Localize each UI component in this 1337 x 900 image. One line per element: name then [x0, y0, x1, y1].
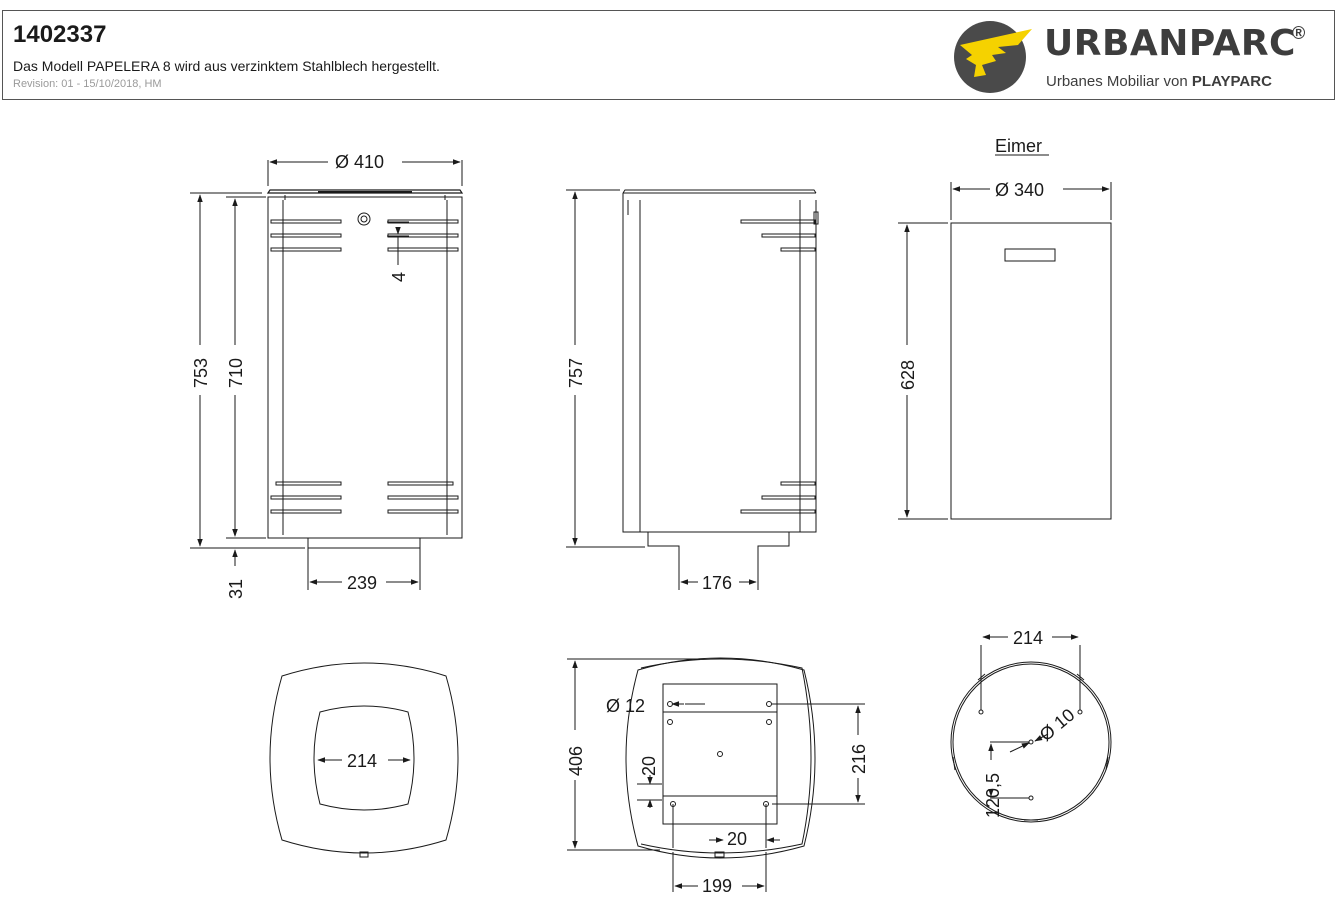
bucket-bottom-view [950, 634, 1112, 823]
brand-tagline: Urbanes Mobiliar von PLAYPARC [1046, 73, 1272, 90]
front-tick-label: 4 [389, 272, 409, 282]
front-foot-height-label: 31 [226, 579, 246, 599]
bucket-height-label: 628 [898, 360, 918, 390]
bottom-depth-label: 406 [566, 746, 586, 776]
brand-name: URBANPARC [1044, 23, 1296, 64]
bucket-bottom-radius-label: 120,5 [983, 773, 1003, 818]
bottom-hole-dia-label: Ø 12 [606, 696, 645, 716]
top-opening-label: 214 [347, 751, 377, 771]
registered-mark: ® [1292, 23, 1306, 43]
front-height-body-label: 710 [226, 358, 246, 388]
front-height-total-label: 753 [191, 358, 211, 388]
bottom-span-label: 216 [849, 744, 869, 774]
yellow-arrow-circle-icon [954, 21, 1032, 93]
tagline-bold: PLAYPARC [1191, 73, 1272, 90]
bucket-bottom-width-label: 214 [1013, 628, 1043, 648]
top-view [269, 662, 459, 858]
brand-logo: URBANPARC ® Urbanes Mobiliar von PLAYPAR… [946, 15, 1326, 97]
bottom-offset-h-label: 20 [727, 829, 747, 849]
bucket-view [898, 154, 1112, 520]
bucket-diameter-label: Ø 340 [995, 180, 1044, 200]
front-view [190, 159, 464, 590]
front-diameter-label: Ø 410 [335, 152, 384, 172]
bottom-offset-v-label: 20 [639, 756, 659, 776]
title-block: 1402337 Das Modell PAPELERA 8 wird aus v… [2, 10, 1335, 100]
revision-info: Revision: 01 - 15/10/2018, HM [13, 78, 162, 90]
product-id: 1402337 [13, 21, 107, 48]
bucket-bottom-hole-label: Ø 10 [1036, 705, 1079, 745]
side-view [566, 189, 819, 590]
side-foot-width-label: 176 [702, 573, 732, 593]
side-height-label: 757 [566, 358, 586, 388]
tagline-prefix: Urbanes Mobiliar von [1046, 73, 1192, 90]
bottom-view [567, 657, 865, 892]
bucket-title: Eimer [995, 136, 1042, 156]
bottom-width-label: 199 [702, 876, 732, 896]
front-foot-width-label: 239 [347, 573, 377, 593]
product-description: Das Modell PAPELERA 8 wird aus verzinkte… [13, 58, 440, 74]
